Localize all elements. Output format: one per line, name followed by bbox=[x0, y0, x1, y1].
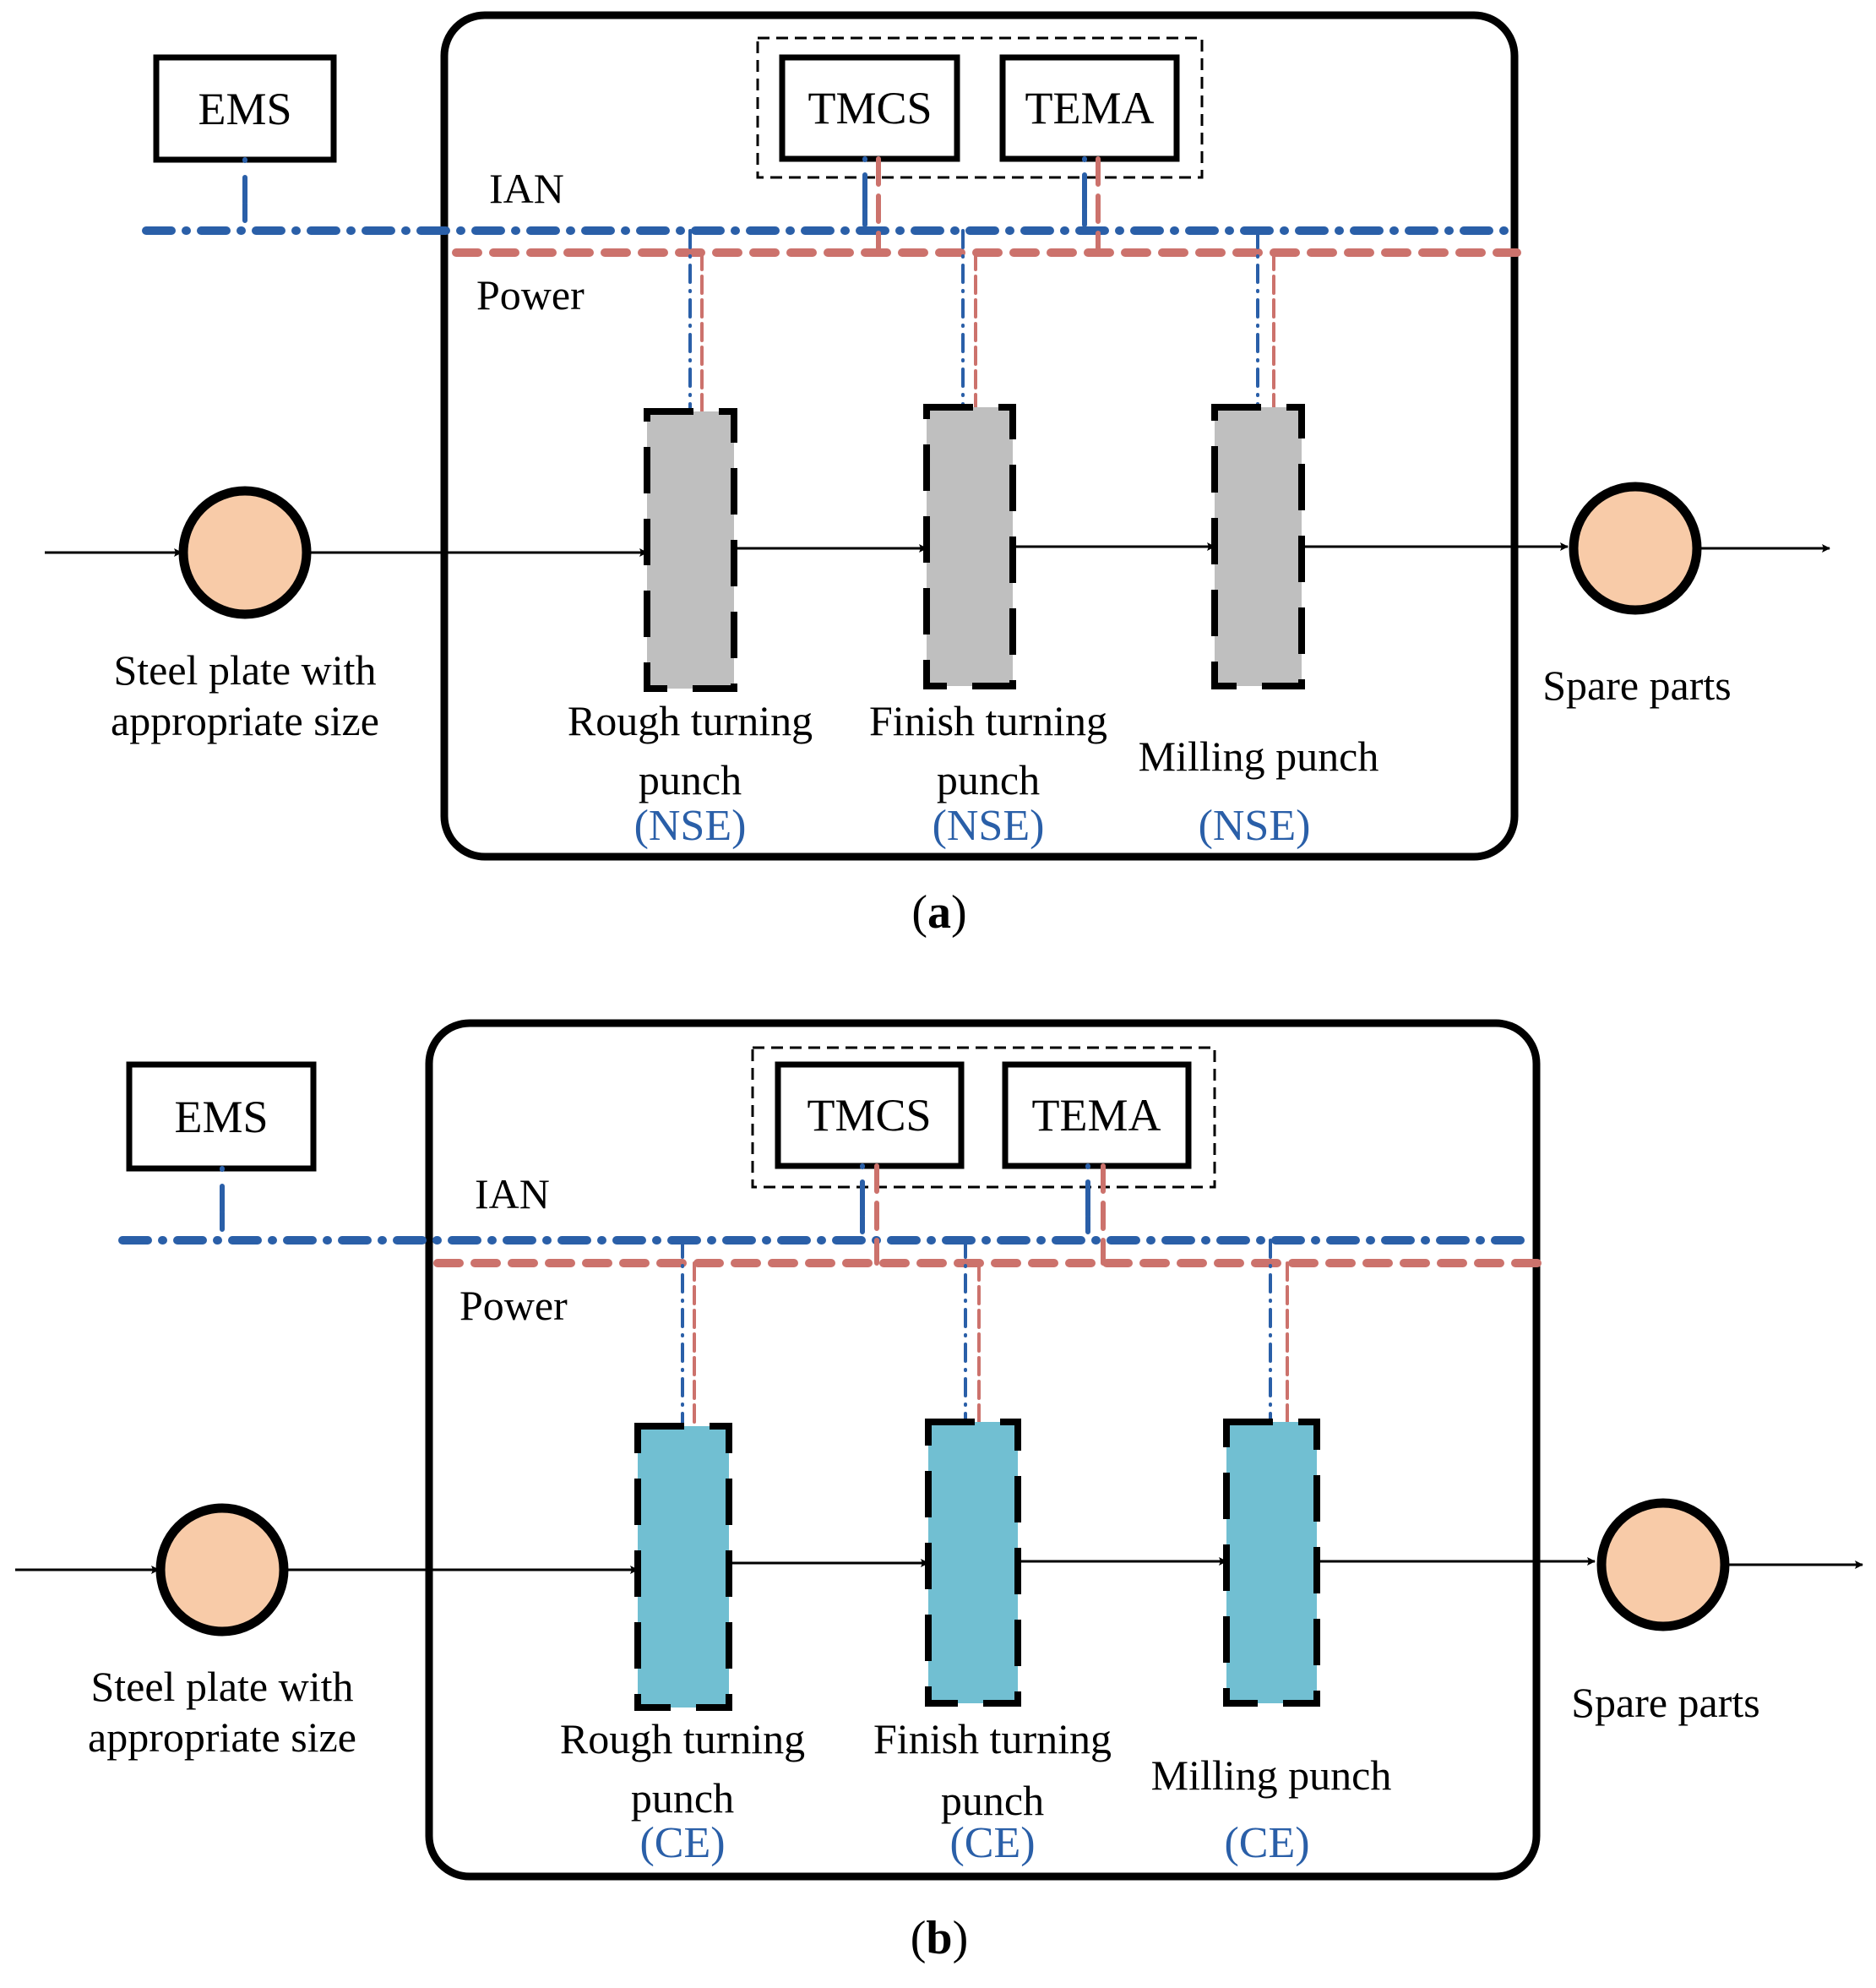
station-2-label-line-1: Finish turning bbox=[873, 1715, 1112, 1762]
station-1-rough-turning bbox=[644, 408, 737, 692]
station-1-label-line-1: Rough turning bbox=[560, 1715, 805, 1762]
ian-label: IAN bbox=[489, 165, 564, 212]
station-3-type-tag: (NSE) bbox=[1199, 802, 1311, 850]
control-group-boundary bbox=[751, 1046, 1216, 1189]
output-product-node bbox=[1596, 1498, 1730, 1631]
station-1-label-line-1: Rough turning bbox=[568, 697, 813, 744]
workshop-boundary bbox=[425, 1019, 1541, 1881]
station-1-rough-turning bbox=[634, 1423, 732, 1711]
station-2-label-line-2: punch bbox=[941, 1777, 1044, 1824]
tmcs-label: TMCS bbox=[807, 83, 932, 133]
station-2-finish-turning bbox=[925, 1419, 1021, 1707]
panel-a-caption: (a) bbox=[911, 886, 966, 939]
station-3-label-line-1: Milling punch bbox=[1151, 1751, 1392, 1799]
station-1-label-line-2: punch bbox=[631, 1774, 734, 1822]
station-1-label-line-2: punch bbox=[639, 756, 742, 803]
input-label-line-1: Steel plate with bbox=[90, 1663, 353, 1710]
ems-label: EMS bbox=[174, 1092, 268, 1142]
station-2-finish-turning bbox=[923, 404, 1016, 689]
output-label: Spare parts bbox=[1542, 662, 1732, 709]
station-3-type-tag: (CE) bbox=[1224, 1819, 1309, 1867]
ian-label: IAN bbox=[475, 1170, 550, 1217]
tema-label: TEMA bbox=[1032, 1090, 1161, 1141]
control-group-boundary bbox=[756, 36, 1204, 179]
tmcs-box bbox=[779, 54, 960, 162]
power-label: Power bbox=[459, 1282, 568, 1329]
input-material-node bbox=[178, 486, 312, 619]
station-3-milling bbox=[1211, 404, 1305, 689]
tema-label: TEMA bbox=[1025, 83, 1155, 133]
input-label-line-2: appropriate size bbox=[111, 697, 379, 744]
tmcs-label: TMCS bbox=[807, 1090, 931, 1141]
station-2-type-tag: (CE) bbox=[949, 1819, 1035, 1867]
panel-b: EMS TMCS TEMA IAN Power Steel plate with bbox=[15, 1019, 1863, 1964]
output-product-node bbox=[1569, 482, 1702, 615]
station-1-type-tag: (NSE) bbox=[634, 802, 747, 850]
ems-label: EMS bbox=[198, 84, 291, 134]
station-2-type-tag: (NSE) bbox=[933, 802, 1045, 850]
tema-box bbox=[999, 54, 1180, 162]
panel-b-caption: (b) bbox=[911, 1912, 968, 1964]
station-1-type-tag: (CE) bbox=[639, 1819, 725, 1867]
input-material-node bbox=[155, 1503, 289, 1637]
input-label-line-1: Steel plate with bbox=[113, 646, 376, 694]
output-label: Spare parts bbox=[1571, 1679, 1760, 1726]
tema-box bbox=[1002, 1061, 1192, 1169]
station-3-milling bbox=[1223, 1419, 1320, 1707]
tmcs-box bbox=[775, 1061, 965, 1169]
station-3-label-line-1: Milling punch bbox=[1139, 733, 1379, 780]
panel-a: EMS TMCS TEMA IAN Power bbox=[45, 11, 1830, 939]
station-2-label-line-2: punch bbox=[937, 756, 1040, 803]
workshop-boundary bbox=[440, 11, 1519, 861]
power-label: Power bbox=[476, 271, 585, 319]
ems-box bbox=[153, 54, 337, 163]
input-label-line-2: appropriate size bbox=[88, 1713, 356, 1761]
station-2-label-line-1: Finish turning bbox=[869, 697, 1107, 744]
